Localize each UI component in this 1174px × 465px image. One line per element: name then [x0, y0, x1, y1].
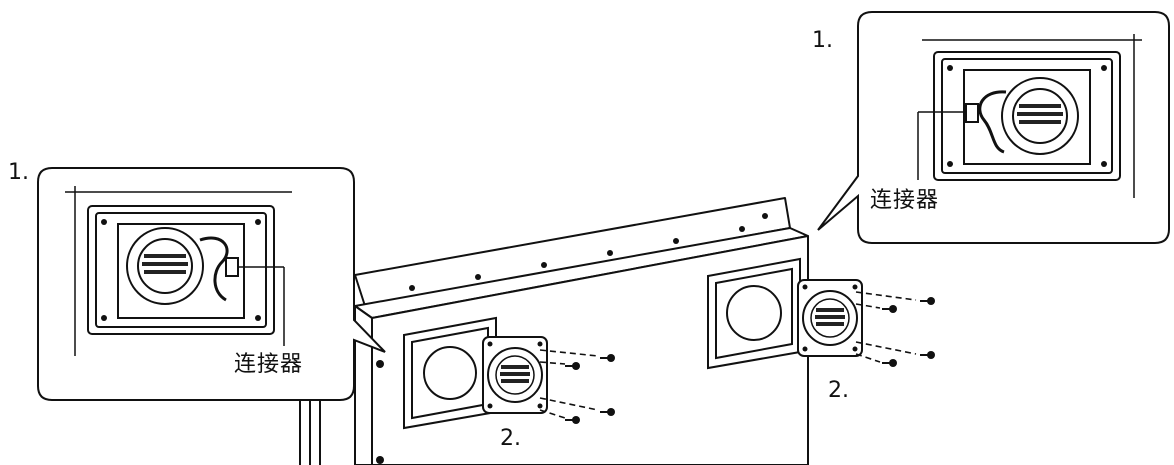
screw-icon [919, 350, 936, 360]
connector-left-label: 连接器 [234, 352, 304, 377]
right-fan [797, 279, 863, 357]
screw-icon [919, 296, 936, 306]
left-fan [482, 336, 548, 414]
right-fan-opening [707, 257, 801, 370]
screw-icon [881, 304, 898, 314]
left-fan-screws [539, 349, 599, 419]
screw-icon [881, 358, 898, 368]
step-1-right-label: 1. [812, 28, 833, 53]
step-2-left-label: 2. [500, 426, 521, 451]
left-detail-drawing [65, 186, 292, 356]
right-fan-screws [855, 291, 917, 363]
left-fan-opening [403, 316, 497, 430]
right-detail-drawing [917, 34, 1142, 198]
connector-right-label: 连接器 [870, 188, 940, 213]
step-1-left-label: 1. [8, 160, 29, 185]
step-2-right-label: 2. [828, 378, 849, 403]
